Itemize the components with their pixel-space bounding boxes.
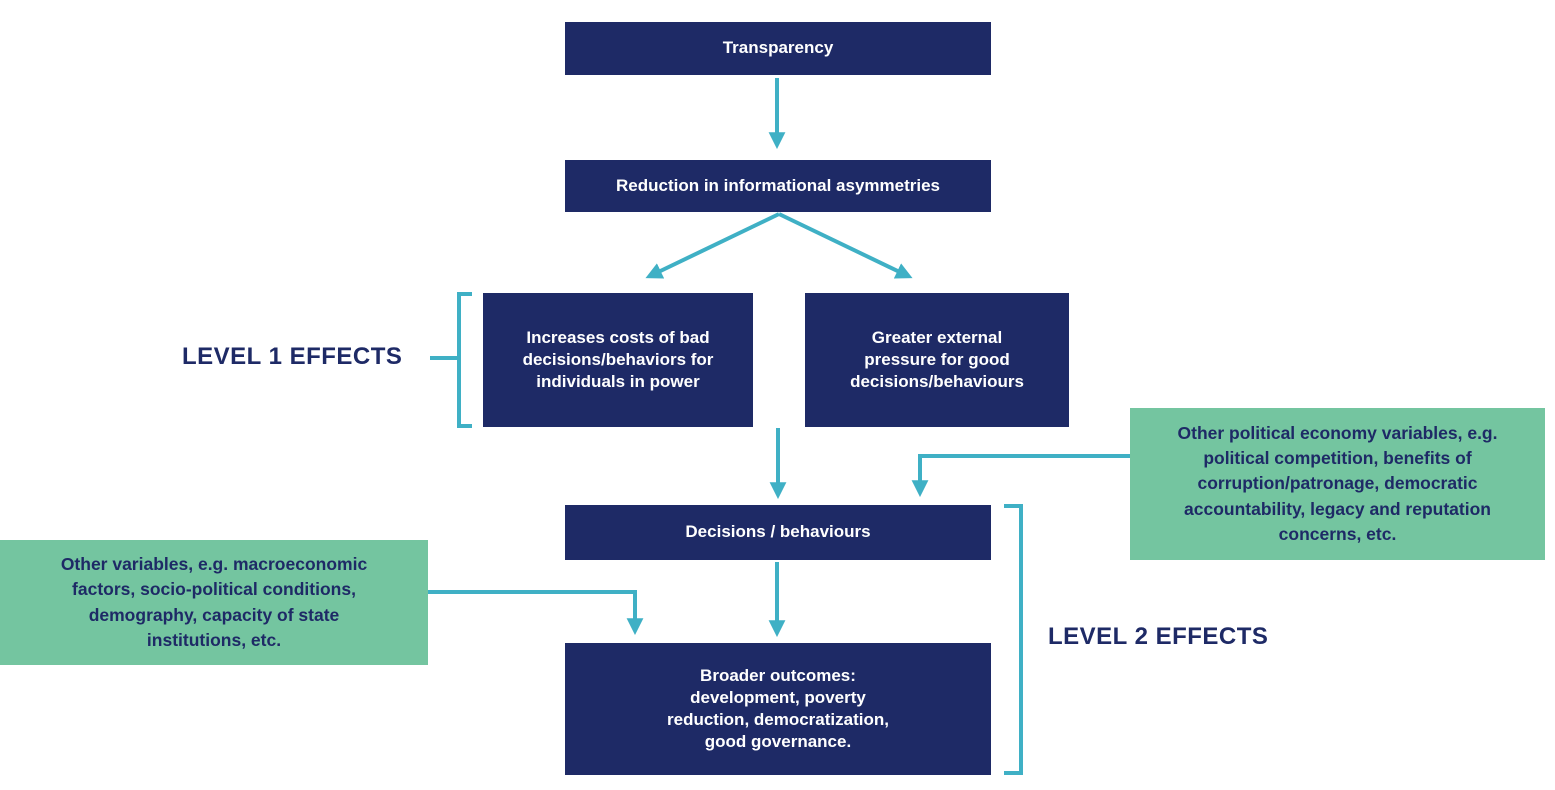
node-external-pressure-label: Greater external pressure for good decis… [850,327,1024,392]
node-external-pressure: Greater external pressure for good decis… [805,293,1069,427]
arrow-other-variables-to-outcomes [428,590,644,636]
node-decisions-label: Decisions / behaviours [685,522,871,542]
node-political-economy-variables-label: Other political economy variables, e.g. … [1177,422,1498,545]
node-transparency-label: Transparency [722,38,834,58]
node-other-variables: Other variables, e.g. macroeconomic fact… [0,540,428,665]
node-increases-costs-label: Increases costs of bad decisions/behavio… [522,327,714,392]
arrow-political-variables-to-decisions [911,454,1130,498]
node-increases-costs: Increases costs of bad decisions/behavio… [483,293,753,427]
node-broader-outcomes-label: Broader outcomes: development, poverty r… [667,665,889,752]
node-decisions-behaviours: Decisions / behaviours [565,505,991,560]
node-transparency: Transparency [565,22,991,75]
node-political-economy-variables: Other political economy variables, e.g. … [1130,408,1545,560]
node-broader-outcomes: Broader outcomes: development, poverty r… [565,643,991,775]
level-1-effects-label: LEVEL 1 EFFECTS [182,343,403,370]
node-reduction-label: Reduction in informational asymmetries [615,175,940,195]
node-reduction-informational-asymmetries: Reduction in informational asymmetries [565,160,991,212]
node-other-variables-label: Other variables, e.g. macroeconomic fact… [60,553,368,650]
level-2-bracket [1004,504,1023,775]
level-1-bracket [457,292,472,428]
arrow-reduction-to-pressure [778,212,913,279]
arrow-reduction-to-costs [645,212,780,279]
level-2-effects-label: LEVEL 2 EFFECTS [1048,623,1269,650]
